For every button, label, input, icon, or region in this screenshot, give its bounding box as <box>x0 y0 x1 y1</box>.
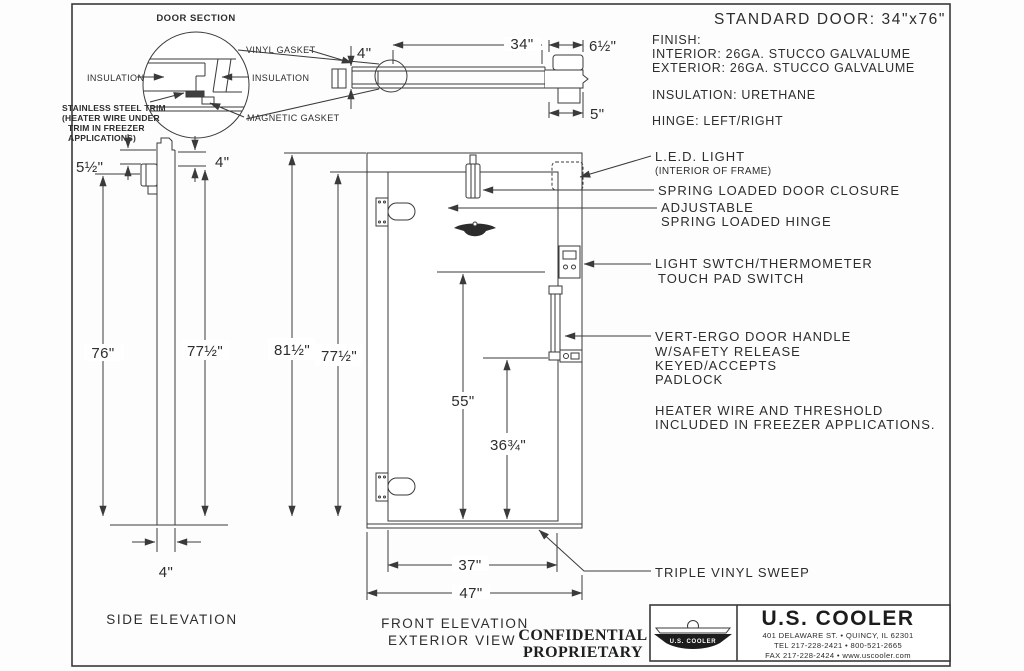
door-logo-decal <box>454 223 496 237</box>
company-name: U.S. COOLER <box>761 607 914 630</box>
front-dim-55: 55" <box>451 393 474 410</box>
spec-hinge: HINGE: LEFT/RIGHT <box>652 114 783 128</box>
callout-door-closure: SPRING LOADED DOOR CLOSURE <box>658 183 900 198</box>
insulation-right-label: INSULATION <box>252 73 309 83</box>
callout-handle-2: W/SAFETY RELEASE <box>655 344 801 359</box>
side-dim-76: 76" <box>91 345 114 362</box>
front-dim-81half: 81½" <box>274 342 310 359</box>
magnetic-gasket-label: MAGNETIC GASKET <box>247 113 340 123</box>
logo-banner <box>654 627 732 634</box>
front-dim-47: 47" <box>459 585 482 602</box>
company-fax: FAX 217-228-2424 • www.uscooler.com <box>765 651 911 660</box>
trim-leader <box>149 92 185 103</box>
magnetic-gasket-piece <box>201 96 215 105</box>
jamb-bottom-block <box>557 87 581 104</box>
callout-hinge-2: SPRING LOADED HINGE <box>661 214 832 229</box>
side-top-cap <box>156 137 175 151</box>
callout-switch-1: LIGHT SWTCH/THERMOMETER <box>655 256 873 271</box>
plan-section: 34" 4" 6½" 5" <box>331 36 616 123</box>
company-address: 401 DELAWARE ST. • QUINCY, IL 62301 <box>762 631 913 640</box>
magnetic-gasket-leader <box>209 102 245 118</box>
door-handle <box>548 285 583 363</box>
plan-dim-6half: 6½" <box>589 38 616 55</box>
trim-note-3: TRIM IN FREEZER <box>68 123 145 133</box>
title-block: U.S. COOLER U.S. COOLER 401 DELAWARE ST.… <box>649 604 951 662</box>
spec-insulation: INSULATION: URETHANE <box>652 88 816 102</box>
callout-heater-2: INCLUDED IN FREEZER APPLICATIONS. <box>655 417 936 432</box>
detail-tangent-top <box>237 49 380 65</box>
callout-hinge-1: ADJUSTABLE <box>661 200 754 215</box>
detail-circle-contents <box>143 58 244 112</box>
front-dim-77half: 77½" <box>321 348 357 365</box>
sheet-border <box>71 3 951 667</box>
side-dim-5half: 5½" <box>76 159 103 176</box>
header-specs: STANDARD DOOR: 34"x76" FINISH: INTERIOR:… <box>652 11 946 128</box>
hinge-bottom <box>375 472 416 502</box>
door-section-detail: DOOR SECTION VINYL GASKET INSULATION INS… <box>62 13 380 143</box>
spec-exterior: EXTERIOR: 26GA. STUCCO GALVALUME <box>652 61 915 75</box>
side-dim-4-top: 4" <box>215 154 229 171</box>
callout-handle-3: KEYED/ACCEPTS <box>655 358 777 373</box>
jamb-body <box>545 69 589 89</box>
plan-dim-4: 4" <box>357 45 371 62</box>
callout-sweep: TRIPLE VINYL SWEEP <box>655 565 810 580</box>
stamp-line-2: PROPRIETARY <box>523 644 643 661</box>
stainless-trim-piece <box>185 90 205 98</box>
jamb-top-block <box>552 54 584 71</box>
side-elevation: 5½" 4" 76" 77½" 4" SIDE ELEVATION <box>76 134 237 627</box>
plan-dim-5: 5" <box>590 106 604 123</box>
detail-tangent-bottom <box>245 88 380 120</box>
callouts: L.E.D. LIGHT (INTERIOR OF FRAME) SPRING … <box>447 149 936 580</box>
sweep-leader <box>538 529 651 572</box>
trim-note-4: APPLICATIONS) <box>68 133 136 143</box>
door-section-title: DOOR SECTION <box>156 13 235 24</box>
plan-detail-circle <box>374 59 408 93</box>
company-phone: TEL 217-228-2421 • 800-521-2665 <box>774 641 902 650</box>
vinyl-gasket-label: VINYL GASKET <box>246 45 316 55</box>
led-leader <box>579 155 652 178</box>
spec-interior: INTERIOR: 26GA. STUCCO GALVALUME <box>652 47 911 61</box>
door-logo-dome <box>472 221 478 227</box>
callout-switch-2: TOUCH PAD SWITCH <box>658 271 804 286</box>
callout-handle-1: VERT-ERGO DOOR HANDLE <box>655 329 851 344</box>
confidential-stamp: CONFIDENTIAL PROPRIETARY <box>518 627 647 661</box>
front-elevation-label-1: FRONT ELEVATION <box>381 616 529 631</box>
front-elevation: 81½" 77½" 55" 36¾" 37" 47" FRONT ELEVATI… <box>268 152 584 648</box>
callout-led-light-sub: (INTERIOR OF FRAME) <box>655 166 771 177</box>
door-closure <box>465 154 481 199</box>
hinge-top <box>375 197 416 227</box>
trim-note-2: (HEATER WIRE UNDER <box>62 113 160 123</box>
insulation-left-label: INSULATION <box>87 73 144 83</box>
front-dim-37: 37" <box>458 557 481 574</box>
light-switch-panel <box>558 245 581 279</box>
side-dim-4-bottom: 4" <box>159 564 173 581</box>
side-dim-77half: 77½" <box>187 343 223 360</box>
logo-wing <box>654 634 732 649</box>
spec-finish-label: FINISH: <box>652 33 701 47</box>
callout-led-light: L.E.D. LIGHT <box>655 149 745 164</box>
callout-heater-1: HEATER WIRE AND THRESHOLD <box>655 403 883 418</box>
callout-handle-4: PADLOCK <box>655 372 723 387</box>
plan-dim-34: 34" <box>510 36 533 53</box>
drawing-title: STANDARD DOOR: 34"x76" <box>714 11 946 28</box>
side-frame-trim <box>140 163 158 187</box>
front-dim-36threequarter: 36¾" <box>490 437 526 454</box>
stamp-line-1: CONFIDENTIAL <box>518 627 647 644</box>
front-elevation-label-2: EXTERIOR VIEW <box>388 633 516 648</box>
trim-note-1: STAINLESS STEEL TRIM <box>62 103 166 113</box>
side-elevation-label: SIDE ELEVATION <box>106 612 237 627</box>
logo-text: U.S. COOLER <box>670 639 717 645</box>
company-logo: U.S. COOLER <box>654 620 732 649</box>
